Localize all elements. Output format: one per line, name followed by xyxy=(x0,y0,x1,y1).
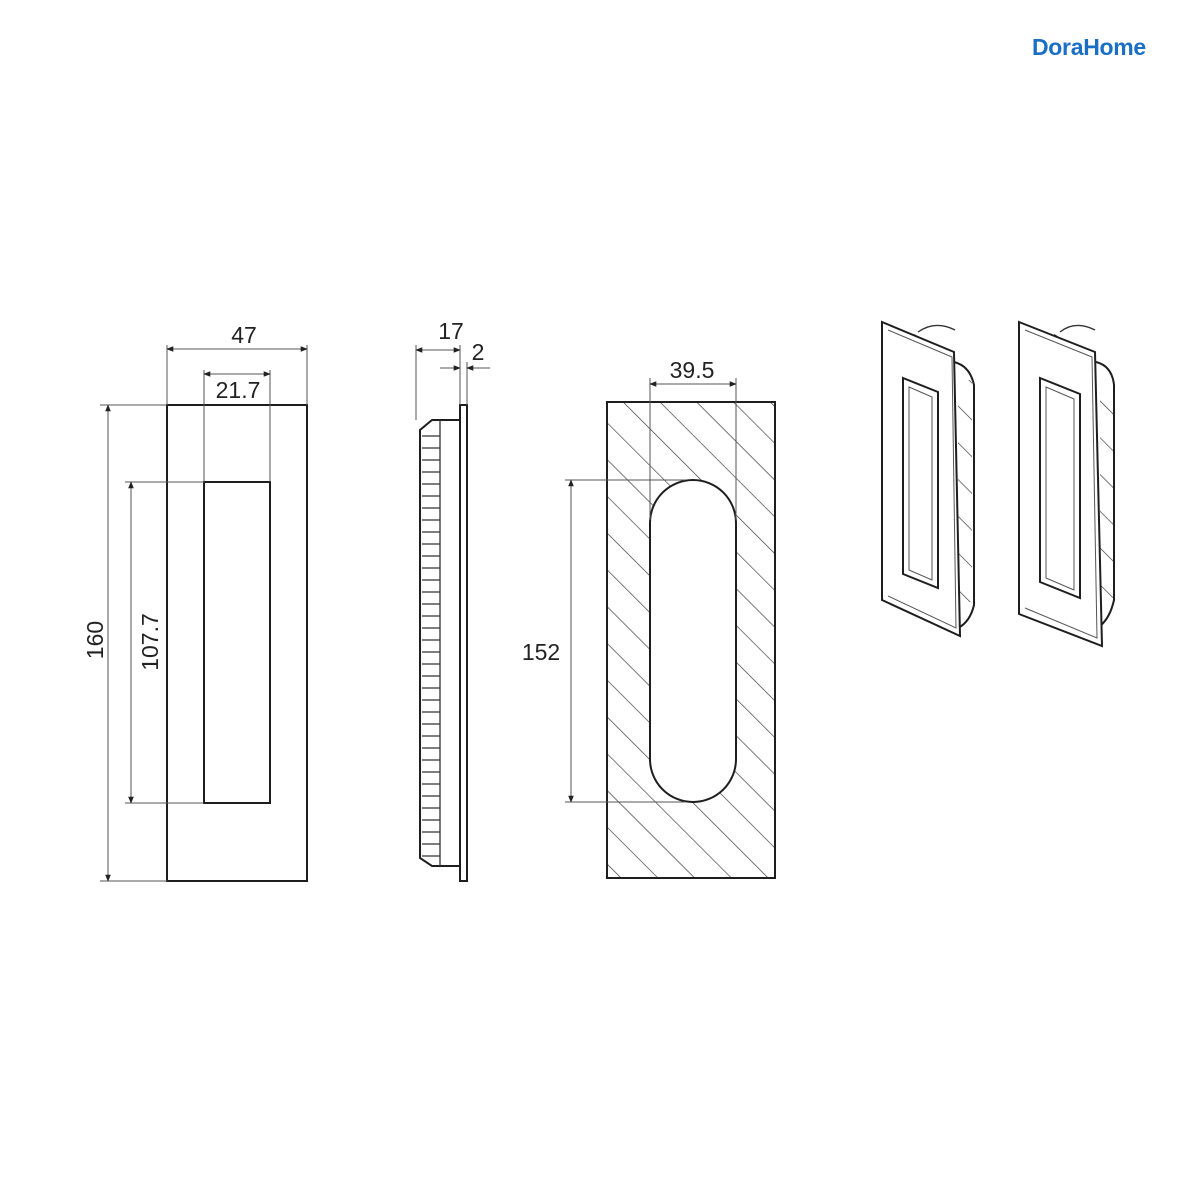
dim-cutout-width: 39.5 xyxy=(670,357,715,383)
front-view: 47 21.7 160 107.7 xyxy=(82,322,308,882)
recess-2 xyxy=(1039,376,1081,600)
dim-recess-height: 107.7 xyxy=(137,613,163,671)
side-view: 17 2 xyxy=(415,318,490,882)
dim-overall-width: 47 xyxy=(231,322,257,348)
cutout-view: 39.5 152 xyxy=(522,357,776,879)
dim-cutout-height: 152 xyxy=(522,639,560,665)
dim-recess-width: 21.7 xyxy=(216,377,261,403)
brand-logo: DoraHome xyxy=(1032,34,1146,60)
dim-overall-height: 160 xyxy=(82,621,108,659)
face-plate-edge xyxy=(459,404,468,882)
cutout-slot xyxy=(649,479,737,803)
handle-plate-outline xyxy=(166,404,308,882)
handle-body xyxy=(419,419,460,867)
side-ribs xyxy=(422,435,440,857)
perspective-view-2 xyxy=(1018,320,1115,648)
dim-plate-thickness: 2 xyxy=(472,339,485,365)
recess-outline xyxy=(203,481,271,804)
face-plate-1 xyxy=(881,320,962,638)
perspective-view-1 xyxy=(881,320,975,638)
dim-depth: 17 xyxy=(438,318,464,344)
recess-1 xyxy=(902,376,939,590)
face-plate-2 xyxy=(1018,320,1104,648)
